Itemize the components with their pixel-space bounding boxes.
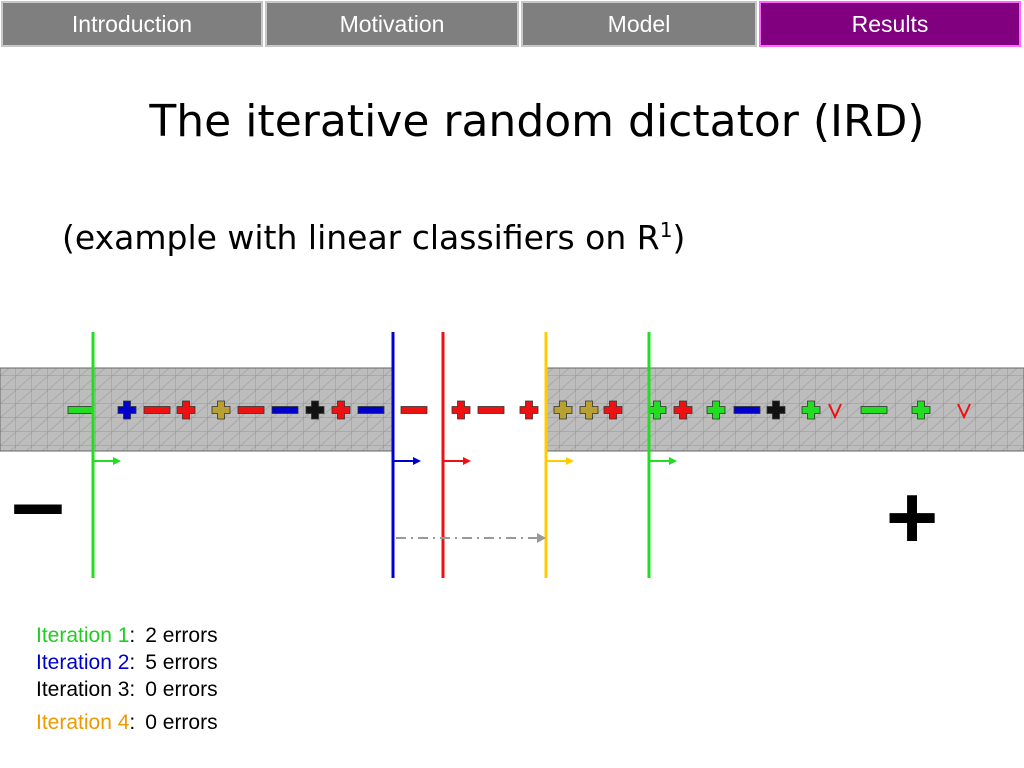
classifier-diagram: – + (0, 332, 1024, 578)
subtitle-text: (example with linear classifiers on R (62, 218, 660, 257)
iteration-row: Iteration 1:2 errors (36, 622, 218, 649)
plus-point (451, 400, 471, 420)
plus-point (117, 400, 137, 420)
section-nav: Introduction Motivation Model Results (0, 0, 1024, 48)
minus-point (860, 406, 888, 414)
arrow-head (113, 457, 121, 465)
subtitle-close: ) (672, 218, 686, 257)
minus-point (271, 406, 299, 414)
data-points (67, 400, 971, 420)
minus-point (400, 406, 428, 414)
iteration-colon: : (129, 651, 136, 674)
plus-point (176, 400, 196, 420)
plus-point (211, 400, 231, 420)
classifier-lines (91, 332, 677, 578)
iteration-colon: : (129, 624, 136, 647)
plus-point (603, 400, 623, 420)
slide-subtitle: (example with linear classifiers on R1) (62, 218, 685, 257)
iteration-colon: : (129, 711, 136, 734)
arrow-head (669, 457, 677, 465)
plus-point (305, 400, 325, 420)
arrow-head (566, 457, 574, 465)
plus-point (553, 400, 573, 420)
arrow-head (413, 457, 421, 465)
tab-results[interactable]: Results (759, 1, 1021, 47)
arrow-head (463, 457, 471, 465)
iteration-errors: 0 errors (145, 678, 218, 701)
shift-arrow-head (537, 533, 546, 543)
slide-title: The iterative random dictator (IRD) (149, 96, 925, 147)
minus-point (67, 406, 95, 414)
minus-point (143, 406, 171, 414)
minus-point (357, 406, 385, 414)
iteration-colon: : (129, 678, 136, 701)
plus-point (331, 400, 351, 420)
tab-model[interactable]: Model (521, 1, 757, 47)
minus-point (237, 406, 265, 414)
plus-point (673, 400, 693, 420)
error-mark (957, 403, 971, 420)
iteration-label: Iteration 2 (36, 651, 130, 674)
iteration-errors: 0 errors (145, 711, 218, 734)
plus-point (801, 400, 821, 420)
iteration-errors: 2 errors (145, 624, 218, 647)
plus-point (911, 400, 931, 420)
iteration-legend: Iteration 1:2 errors Iteration 2:5 error… (36, 622, 218, 736)
iteration-row: Iteration 2:5 errors (36, 649, 218, 676)
plus-point (579, 400, 599, 420)
minus-point (477, 406, 505, 414)
data-band-left (0, 367, 393, 452)
error-mark (828, 403, 842, 420)
minus-point (733, 406, 761, 414)
plus-region-symbol: + (886, 468, 939, 568)
plus-point (766, 400, 786, 420)
minus-region-symbol: – (11, 449, 64, 556)
tab-introduction[interactable]: Introduction (1, 1, 263, 47)
plus-point (706, 400, 726, 420)
iteration-row: Iteration 4:0 errors (36, 709, 218, 736)
iteration-label: Iteration 4 (36, 711, 130, 734)
plus-point (519, 400, 539, 420)
iteration-row: Iteration 3:0 errors (36, 676, 218, 703)
subtitle-superscript: 1 (659, 218, 673, 242)
tab-motivation[interactable]: Motivation (265, 1, 519, 47)
iteration-label: Iteration 1 (36, 624, 130, 647)
iteration-errors: 5 errors (145, 651, 218, 674)
iteration-label: Iteration 3 (36, 678, 130, 701)
